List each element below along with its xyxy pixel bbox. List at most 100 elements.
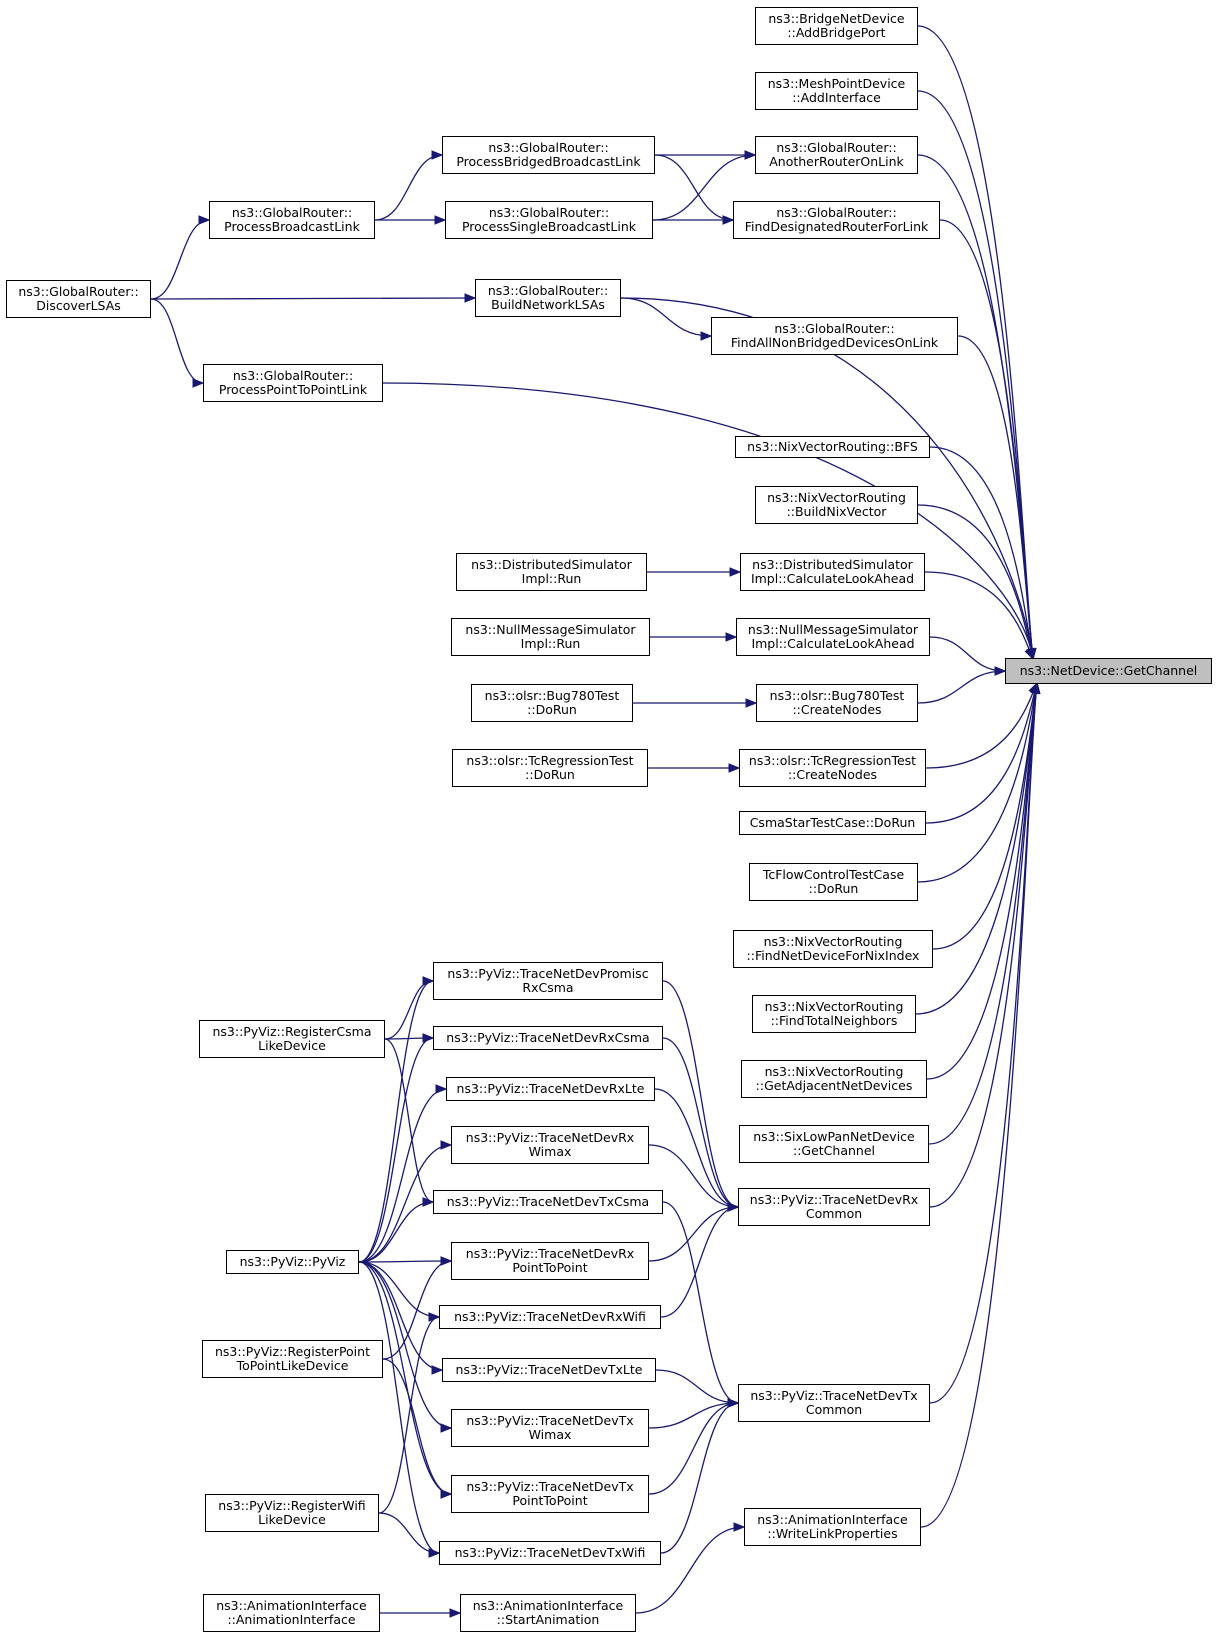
node-label-line: Impl::Run xyxy=(520,636,581,651)
edge-tcrcreate-to-getchannel xyxy=(925,682,1038,769)
node-label-line: RxCsma xyxy=(522,980,574,995)
node-label-line: ns3::NixVectorRouting xyxy=(764,1063,904,1079)
node-pptp[interactable]: ns3::GlobalRouter::ProcessPointToPointLi… xyxy=(203,364,383,402)
edge-arrowhead xyxy=(744,150,757,160)
edge-regcsma-to-promisc xyxy=(384,980,434,1040)
node-label-line: ns3::NixVectorRouting xyxy=(767,489,906,505)
node-label-line: ::WriteLinkProperties xyxy=(767,1526,898,1541)
node-animctor[interactable]: ns3::AnimationInterface::AnimationInterf… xyxy=(203,1594,380,1632)
node-psbl[interactable]: ns3::GlobalRouter::ProcessSingleBroadcas… xyxy=(445,201,653,239)
node-label-line: ns3::olsr::TcRegressionTest xyxy=(748,752,917,768)
edge-rxp2p-to-rxcommon xyxy=(648,1206,739,1262)
node-buildnix[interactable]: ns3::NixVectorRouting::BuildNixVector xyxy=(755,486,918,524)
node-addinterface[interactable]: ns3::MeshPointDevice::AddInterface xyxy=(755,72,918,110)
node-findtotal[interactable]: ns3::NixVectorRouting::FindTotalNeighbor… xyxy=(752,995,916,1033)
node-label-line: Impl::CalculateLookAhead xyxy=(750,571,915,586)
node-label-line: ns3::PyViz::TraceNetDevRxCsma xyxy=(446,1029,650,1045)
edge-arrowhead xyxy=(1030,681,1041,695)
node-bugrun[interactable]: ns3::olsr::Bug780Test::DoRun xyxy=(471,684,633,722)
node-pbbl[interactable]: ns3::GlobalRouter::ProcessBridgedBroadca… xyxy=(442,136,655,174)
node-addbridgeport[interactable]: ns3::BridgeNetDevice::AddBridgePort xyxy=(755,7,918,45)
edge-pyviz-to-rxlte xyxy=(358,1088,447,1263)
node-rxlte[interactable]: ns3::PyViz::TraceNetDevRxLte xyxy=(446,1077,655,1101)
node-txcsma[interactable]: ns3::PyViz::TraceNetDevTxCsma xyxy=(433,1190,663,1214)
edge-arrowhead xyxy=(422,1033,435,1043)
node-bfs[interactable]: ns3::NixVectorRouting::BFS xyxy=(735,436,930,458)
node-label-line: ns3::MeshPointDevice xyxy=(767,75,906,91)
node-findnetdev[interactable]: ns3::NixVectorRouting::FindNetDeviceForN… xyxy=(733,930,933,968)
edge-pbl-to-pbbl xyxy=(374,154,443,221)
edge-arrowhead xyxy=(745,698,758,708)
node-rxcsma[interactable]: ns3::PyViz::TraceNetDevRxCsma xyxy=(433,1026,663,1050)
node-label-line: FindDesignatedRouterForLink xyxy=(744,219,929,234)
edge-promisc-to-rxcommon xyxy=(662,980,739,1208)
node-rxwifi[interactable]: ns3::PyViz::TraceNetDevRxWifi xyxy=(439,1305,661,1329)
edge-dscalc-to-getchannel xyxy=(924,571,1034,660)
node-sixlow[interactable]: ns3::SixLowPanNetDevice::GetChannel xyxy=(739,1125,929,1163)
edge-txcsma-to-txcommon xyxy=(662,1201,739,1404)
node-finddr[interactable]: ns3::GlobalRouter::FindDesignatedRouterF… xyxy=(733,201,940,239)
node-label-line: ns3::NetDevice::GetChannel xyxy=(1019,662,1198,678)
edge-arrowhead xyxy=(428,1548,441,1558)
edge-arrowhead xyxy=(700,331,713,341)
edge-arrowhead xyxy=(994,666,1007,676)
node-csmastar[interactable]: CsmaStarTestCase::DoRun xyxy=(739,811,926,835)
node-tcrrun[interactable]: ns3::olsr::TcRegressionTest::DoRun xyxy=(452,749,648,787)
node-label-line: CsmaStarTestCase::DoRun xyxy=(749,814,916,830)
edge-pyviz-to-rxp2p xyxy=(358,1260,452,1263)
node-buildnet[interactable]: ns3::GlobalRouter::BuildNetworkLSAs xyxy=(475,279,621,317)
node-label-line: ns3::GlobalRouter:: xyxy=(18,283,139,299)
edge-bugcreate-to-getchannel xyxy=(917,670,1006,704)
edge-arrowhead xyxy=(1024,647,1034,661)
edge-arrowhead xyxy=(198,215,211,225)
node-getadj[interactable]: ns3::NixVectorRouting::GetAdjacentNetDev… xyxy=(741,1060,927,1098)
node-tcflow[interactable]: TcFlowControlTestCase::DoRun xyxy=(749,863,918,901)
edge-pyviz-to-txwimax xyxy=(358,1261,452,1429)
node-label-line: ns3::olsr::Bug780Test xyxy=(484,687,620,703)
edge-finddr-to-getchannel xyxy=(939,219,1034,660)
node-label-line: ns3::AnimationInterface xyxy=(472,1597,624,1613)
node-label-line: ns3::PyViz::TraceNetDevRxLte xyxy=(456,1080,645,1096)
node-bugcreate[interactable]: ns3::olsr::Bug780Test::CreateNodes xyxy=(756,684,918,722)
edge-pbbl-to-finddr xyxy=(654,154,734,221)
node-findallnb[interactable]: ns3::GlobalRouter::FindAllNonBridgedDevi… xyxy=(711,317,958,355)
node-label-line: ns3::PyViz::PyViz xyxy=(239,1253,346,1269)
node-pyviz[interactable]: ns3::PyViz::PyViz xyxy=(226,1250,359,1274)
node-pbl[interactable]: ns3::GlobalRouter::ProcessBroadcastLink xyxy=(209,201,375,239)
node-label-line: ns3::olsr::Bug780Test xyxy=(769,687,905,703)
node-tcrcreate[interactable]: ns3::olsr::TcRegressionTest::CreateNodes xyxy=(739,749,926,787)
node-label-line: ::AnimationInterface xyxy=(227,1612,356,1627)
node-label-line: ::BuildNixVector xyxy=(786,504,887,519)
node-label-line: ns3::PyViz::TraceNetDevRxWifi xyxy=(454,1308,646,1324)
node-label-line: ::DoRun xyxy=(527,702,577,717)
edge-arrowhead xyxy=(440,1489,453,1499)
node-startanim[interactable]: ns3::AnimationInterface::StartAnimation xyxy=(460,1594,636,1632)
node-txwifi[interactable]: ns3::PyViz::TraceNetDevTxWifi xyxy=(439,1541,661,1565)
node-label-line: ns3::PyViz::TraceNetDevTx xyxy=(466,1412,634,1428)
node-label-line: ::CreateNodes xyxy=(792,702,882,717)
node-writelink[interactable]: ns3::AnimationInterface::WriteLinkProper… xyxy=(744,1508,921,1546)
edge-arrowhead xyxy=(440,1423,453,1433)
node-txlte[interactable]: ns3::PyViz::TraceNetDevTxLte xyxy=(442,1358,656,1382)
node-label-line: ns3::GlobalRouter:: xyxy=(774,320,895,336)
node-discover[interactable]: ns3::GlobalRouter::DiscoverLSAs xyxy=(6,280,151,318)
node-label-line: Wimax xyxy=(528,1427,572,1442)
node-anotherrouter[interactable]: ns3::GlobalRouter::AnotherRouterOnLink xyxy=(755,136,918,174)
node-label-line: ns3::DistributedSimulator xyxy=(471,556,632,572)
edge-txwifi-to-txcommon xyxy=(660,1402,739,1554)
